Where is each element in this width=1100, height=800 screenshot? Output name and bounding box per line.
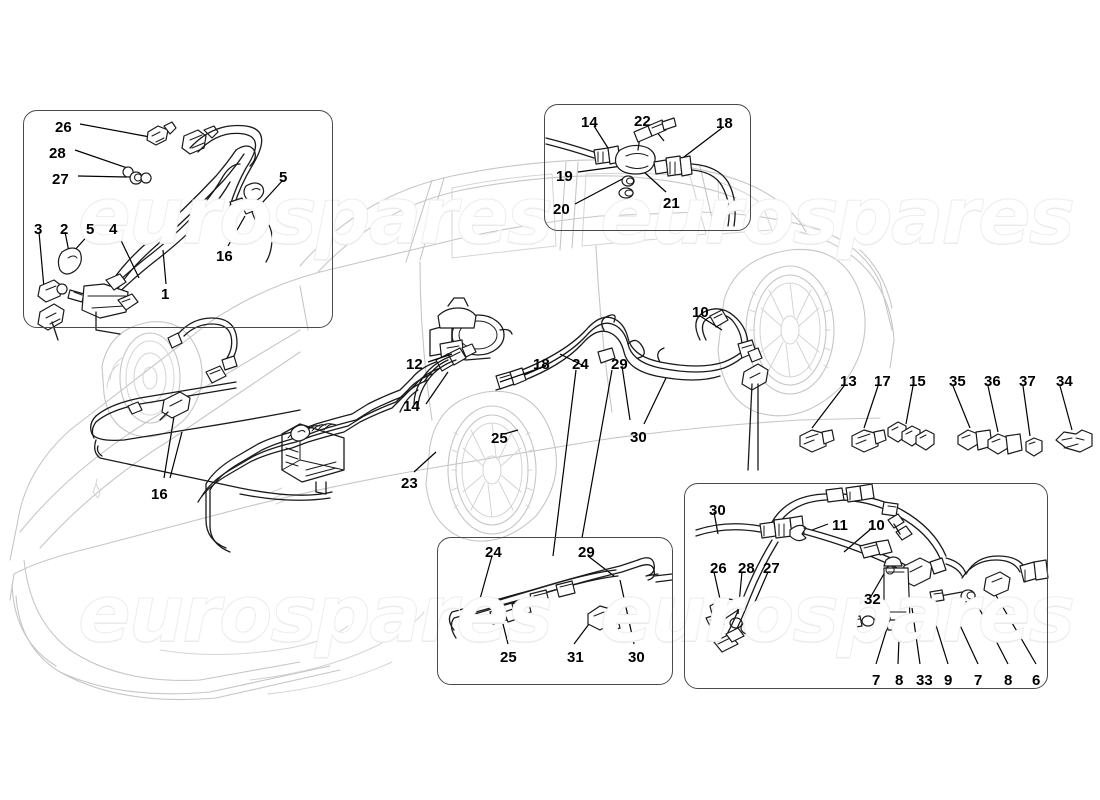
callout-number-4: 4: [109, 221, 118, 238]
callout-number-25: 25: [500, 649, 517, 666]
callout-number-29: 29: [578, 544, 595, 561]
callout-number-14: 14: [581, 114, 598, 131]
callout-number-7: 7: [974, 672, 983, 689]
callout-number-17: 17: [874, 373, 891, 390]
detail-junction-block: [545, 117, 736, 227]
callout-number-24: 24: [485, 544, 502, 561]
callout-number-9: 9: [944, 672, 953, 689]
callout-number-2: 2: [60, 221, 69, 238]
callout-number-7: 7: [872, 672, 881, 689]
callout-number-5: 5: [86, 221, 95, 238]
callout-number-8: 8: [895, 672, 904, 689]
front-left-disc-ghost: [106, 332, 181, 424]
callout-number-12: 12: [406, 356, 423, 373]
callout-number-25: 25: [491, 430, 508, 447]
callout-number-16: 16: [151, 486, 168, 503]
main-brake-pipe-runs: [90, 308, 769, 553]
front-wheel-ghost: [447, 405, 537, 535]
car-body-ghost-outline: [9, 159, 895, 701]
callout-number-6: 6: [1032, 672, 1041, 689]
callout-number-30: 30: [709, 502, 726, 519]
callout-number-10: 10: [868, 517, 885, 534]
callout-number-37: 37: [1019, 373, 1036, 390]
rear-wheel-ghost: [745, 265, 835, 395]
callout-number-1: 1: [161, 286, 170, 303]
callout-number-23: 23: [401, 475, 418, 492]
callout-number-21: 21: [663, 195, 680, 212]
callout-number-8: 8: [1004, 672, 1013, 689]
callout-number-27: 27: [52, 171, 69, 188]
callout-number-11: 11: [832, 517, 848, 534]
callout-number-33: 33: [916, 672, 933, 689]
body-callout-leaders: [169, 315, 723, 479]
detail-front-brake-lines: [37, 121, 284, 479]
callout-number-26: 26: [710, 560, 727, 577]
callout-number-35: 35: [949, 373, 966, 390]
callout-number-26: 26: [55, 119, 72, 136]
callout-number-34: 34: [1056, 373, 1073, 390]
loose-parts-row: [799, 385, 1093, 457]
callout-number-28: 28: [49, 145, 66, 162]
callout-number-27: 27: [763, 560, 780, 577]
callout-number-10: 10: [692, 304, 709, 321]
callout-number-31: 31: [567, 649, 584, 666]
callout-number-3: 3: [34, 221, 43, 238]
callout-number-14: 14: [403, 398, 420, 415]
callout-number-20: 20: [553, 201, 570, 218]
callout-number-30: 30: [628, 649, 645, 666]
detail-rear-brake-circuit: [695, 483, 1049, 665]
callout-number-5: 5: [279, 169, 288, 186]
callout-number-13: 13: [840, 373, 857, 390]
detail-rear-pipe-assembly: [448, 369, 673, 645]
callout-number-29: 29: [611, 356, 628, 373]
callout-number-18: 18: [533, 356, 550, 373]
callout-number-16: 16: [216, 248, 233, 265]
callout-number-36: 36: [984, 373, 1001, 390]
callout-number-32: 32: [864, 591, 881, 608]
callout-number-15: 15: [909, 373, 926, 390]
callout-number-19: 19: [556, 168, 573, 185]
callout-number-30: 30: [630, 429, 647, 446]
callout-number-28: 28: [738, 560, 755, 577]
callout-number-18: 18: [716, 115, 733, 132]
callout-number-24: 24: [572, 356, 589, 373]
callout-number-22: 22: [634, 113, 651, 130]
